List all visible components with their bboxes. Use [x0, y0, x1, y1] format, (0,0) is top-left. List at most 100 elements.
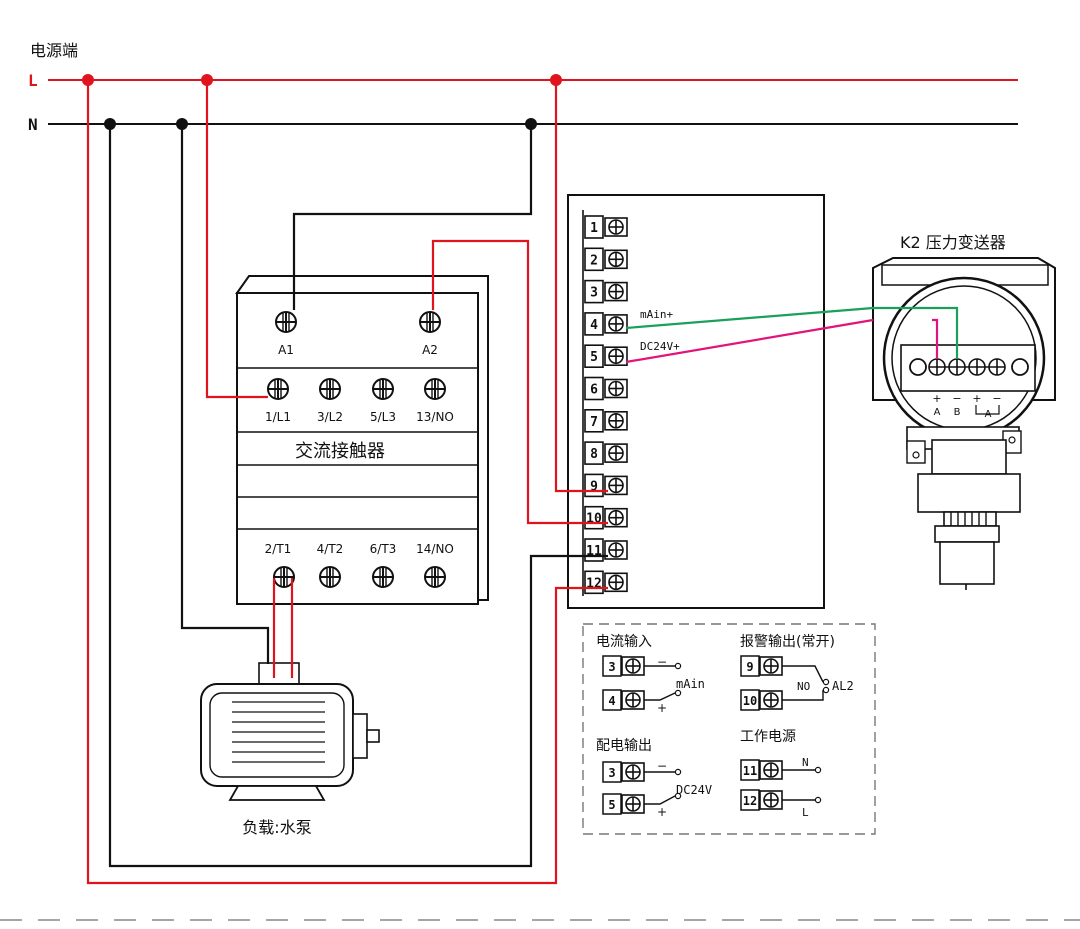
legend-terminal-box	[602, 761, 622, 783]
terminal-screw	[621, 762, 645, 782]
wiring	[86, 80, 959, 885]
pressure-transmitter: K2 压力变送器 + − + − A B A	[872, 233, 1056, 590]
legend-terminal-box	[740, 655, 760, 677]
terminal-number-box	[584, 247, 604, 272]
legend-terminal-dot	[674, 768, 682, 776]
terminal-number-box	[584, 408, 604, 433]
terminal-screw	[604, 443, 628, 463]
legend-terminal-dot	[674, 792, 682, 800]
terminal-screw	[759, 790, 783, 810]
terminal-screw	[604, 249, 628, 270]
top-terminal-label: 13/NO	[416, 410, 454, 424]
terminal-screw	[759, 760, 783, 780]
terminal-screw	[604, 281, 628, 302]
svg-text:AL2: AL2	[832, 679, 854, 693]
terminal-screw	[604, 507, 628, 528]
legend-terminal-number: 4	[608, 694, 615, 708]
top-terminal-label: 5/L3	[370, 410, 396, 424]
terminal-number: 10	[586, 512, 602, 527]
dc24-label: DC24V+	[640, 340, 680, 353]
legend-working-power-title: 工作电源	[740, 729, 796, 745]
legend-terminal-number: 12	[743, 794, 757, 808]
terminal-number: 1	[590, 221, 598, 236]
legend-terminal-dot	[674, 662, 682, 670]
t-minus-2: −	[992, 392, 1001, 405]
coil-A1-label: A1	[278, 343, 294, 357]
terminal-number-box	[584, 279, 604, 304]
legend-terminal-dot	[822, 686, 830, 694]
terminal-number: 7	[590, 415, 598, 430]
t-plus-1: +	[932, 392, 941, 405]
legend-current-input-title: 电流输入	[596, 634, 652, 650]
terminal-screw	[604, 346, 628, 367]
terminal-number: 2	[590, 253, 598, 268]
legend-terminal-dot	[814, 796, 822, 804]
terminal-screw	[604, 378, 628, 399]
terminal-number-box	[584, 215, 604, 239]
terminal-screw	[621, 794, 645, 814]
terminal-screw	[604, 540, 628, 560]
bottom-terminal-label: 6/T3	[370, 542, 397, 556]
terminal-number-box	[584, 441, 604, 465]
bottom-terminal-label: 2/T1	[265, 542, 292, 556]
legend-terminal-number: 9	[746, 660, 753, 674]
top-terminal-label: 3/L2	[317, 410, 343, 424]
terminal-screw	[759, 690, 783, 710]
legend-terminal-number: 10	[743, 694, 757, 708]
legend-power-output-title: 配电输出	[596, 738, 652, 754]
transmitter-title: K2 压力变送器	[900, 233, 1006, 252]
terminal-screw	[604, 217, 628, 237]
svg-text:−: −	[657, 655, 667, 669]
svg-text:−: −	[657, 759, 667, 773]
legend-terminal-box	[740, 759, 760, 781]
line-L-label: L	[28, 71, 38, 90]
terminal-number: 6	[590, 383, 598, 398]
legend-lead	[644, 692, 676, 701]
terminal-screw	[621, 656, 645, 676]
terminal-number: 9	[590, 479, 598, 494]
svg-text:N: N	[802, 756, 809, 769]
motor-label: 负载:水泵	[242, 818, 311, 837]
t-minus-1: −	[952, 392, 961, 405]
svg-text:+: +	[657, 805, 667, 819]
top-terminal-label: 1/L1	[265, 410, 291, 424]
coil-A2-screw	[419, 311, 441, 333]
terminal-number-box	[584, 376, 604, 401]
legend-alarm-output-title: 报警输出(常开)	[740, 634, 835, 650]
legend-terminal-box	[740, 789, 760, 811]
legend-terminal-dot	[674, 689, 682, 697]
legend-terminal-number: 5	[608, 798, 615, 812]
coil-A1-screw	[275, 311, 297, 333]
legend-terminal-box	[602, 689, 622, 711]
t-plus-2: +	[972, 392, 981, 405]
svg-text:L: L	[802, 806, 809, 819]
terminal-number-box	[584, 312, 604, 336]
coil-A2-label: A2	[422, 343, 438, 357]
svg-text:NO: NO	[797, 680, 810, 693]
terminal-screw	[604, 410, 628, 431]
bottom-terminal-label: 4/T2	[317, 542, 344, 556]
legend-terminal-dot	[822, 678, 830, 686]
legend-terminal-number: 3	[608, 660, 615, 674]
t-label-A: A	[934, 407, 941, 418]
legend-terminal-number: 11	[743, 764, 757, 778]
terminal-screw	[759, 656, 783, 676]
terminal-number: 8	[590, 447, 598, 462]
terminal-number-box	[584, 344, 604, 369]
motor: 负载:水泵	[200, 662, 380, 837]
line-N-label: N	[28, 115, 38, 134]
terminal-number: 3	[590, 286, 598, 301]
terminal-screw	[621, 690, 645, 710]
legend-lead	[644, 795, 676, 805]
legend-terminal-dot	[814, 766, 822, 774]
t-label-B: B	[954, 407, 961, 418]
contactor: A1 A2 1/L1 3/L2 5/L3 13/NO 交流接触器 2/T1 4/…	[235, 275, 489, 605]
legend-lead	[782, 690, 824, 701]
svg-text:+: +	[657, 701, 667, 715]
legend-terminal-number: 3	[608, 766, 615, 780]
terminal-number: 4	[590, 318, 598, 333]
bottom-terminal-label: 14/NO	[416, 542, 454, 556]
contactor-title: 交流接触器	[295, 441, 385, 462]
